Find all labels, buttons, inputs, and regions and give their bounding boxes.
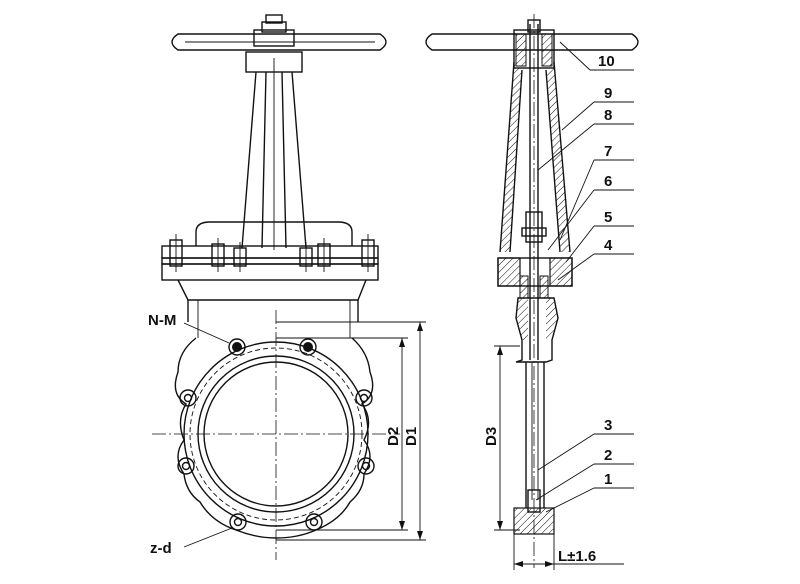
l-dimension [513, 534, 624, 570]
bolt-hole-filled [299, 338, 317, 356]
valve-body-front [152, 310, 400, 560]
bolt-hole [355, 389, 373, 407]
part-number-3: 3 [604, 417, 612, 434]
part-number-8: 8 [604, 107, 612, 124]
part-number-10: 10 [598, 53, 615, 70]
d2-label: D2 [385, 427, 402, 446]
nm-leader [183, 322, 230, 344]
d3-dimension [494, 345, 520, 531]
handwheel-front [171, 14, 387, 51]
part-number-1: 1 [604, 471, 612, 488]
nm-label: N-M [148, 312, 176, 329]
zd-leader [183, 527, 233, 548]
part-number-5: 5 [604, 209, 612, 226]
bolt-hole [229, 513, 247, 531]
body-side [513, 362, 555, 535]
part-number-6: 6 [604, 173, 612, 190]
bolt-hole [179, 389, 197, 407]
part-number-2: 2 [604, 447, 612, 464]
l-label: L±1.6 [558, 548, 596, 565]
d1-label: D1 [403, 427, 420, 446]
bolt-hole-filled [228, 338, 246, 356]
bonnet-side [497, 257, 573, 363]
bolt-hole [305, 513, 323, 531]
d3-label: D3 [483, 427, 500, 446]
front-view [152, 14, 426, 560]
part-number-7: 7 [604, 143, 612, 160]
part-number-9: 9 [604, 85, 612, 102]
part-number-4: 4 [604, 237, 613, 254]
part-leaders [535, 41, 634, 513]
bolt-hole [357, 457, 375, 475]
bonnet-front [161, 221, 379, 338]
bolt-hole [177, 457, 195, 475]
dimension-lines-front [276, 321, 426, 541]
zd-label: z-d [150, 540, 172, 557]
yoke-side [499, 14, 571, 568]
yoke-front [241, 58, 307, 250]
side-view [425, 14, 639, 570]
